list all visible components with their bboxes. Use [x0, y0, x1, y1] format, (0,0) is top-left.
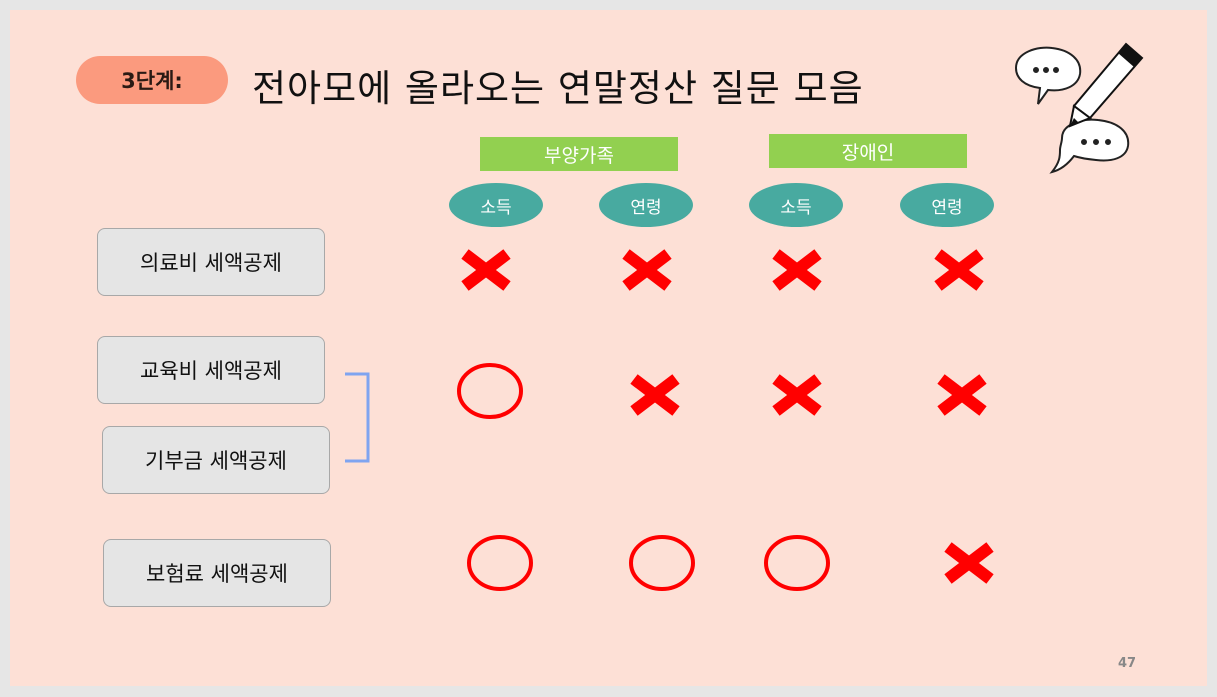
cross-mark-icon [937, 374, 987, 416]
cross-mark-icon [630, 374, 680, 416]
cross-mark-icon [934, 249, 984, 291]
page-title: 전아모에 올라오는 연말정산 질문 모음 [252, 67, 864, 110]
cross-mark-icon [622, 249, 672, 291]
bracket-icon [345, 372, 370, 463]
row-label-medical: 의료비 세액공제 [97, 228, 325, 296]
cross-mark-icon [461, 249, 511, 291]
illustration [1014, 42, 1144, 174]
row-label-education: 교육비 세액공제 [97, 336, 325, 404]
speech-bubble-icon [1049, 118, 1130, 174]
group-header-disabled: 장애인 [769, 134, 967, 168]
column-header-age: 연령 [900, 183, 994, 227]
cross-mark-icon [772, 249, 822, 291]
pencil-icon [1068, 42, 1144, 128]
column-header-age: 연령 [599, 183, 693, 227]
speech-bubble-icon [1014, 46, 1082, 105]
circle-mark-icon [764, 535, 830, 591]
page-number: 47 [1118, 656, 1137, 671]
group-header-dependents: 부양가족 [480, 137, 678, 171]
column-header-income: 소득 [749, 183, 843, 227]
circle-mark-icon [457, 363, 523, 419]
circle-mark-icon [467, 535, 533, 591]
stage-badge: 3단계: [76, 56, 228, 104]
slide: 3단계: 전아모에 올라오는 연말정산 질문 모음 부양가족 장애인 소득 연령… [10, 10, 1207, 686]
cross-mark-icon [772, 374, 822, 416]
row-label-insurance: 보험료 세액공제 [103, 539, 331, 607]
row-label-donation: 기부금 세액공제 [102, 426, 330, 494]
column-header-income: 소득 [449, 183, 543, 227]
circle-mark-icon [629, 535, 695, 591]
cross-mark-icon [944, 542, 994, 584]
